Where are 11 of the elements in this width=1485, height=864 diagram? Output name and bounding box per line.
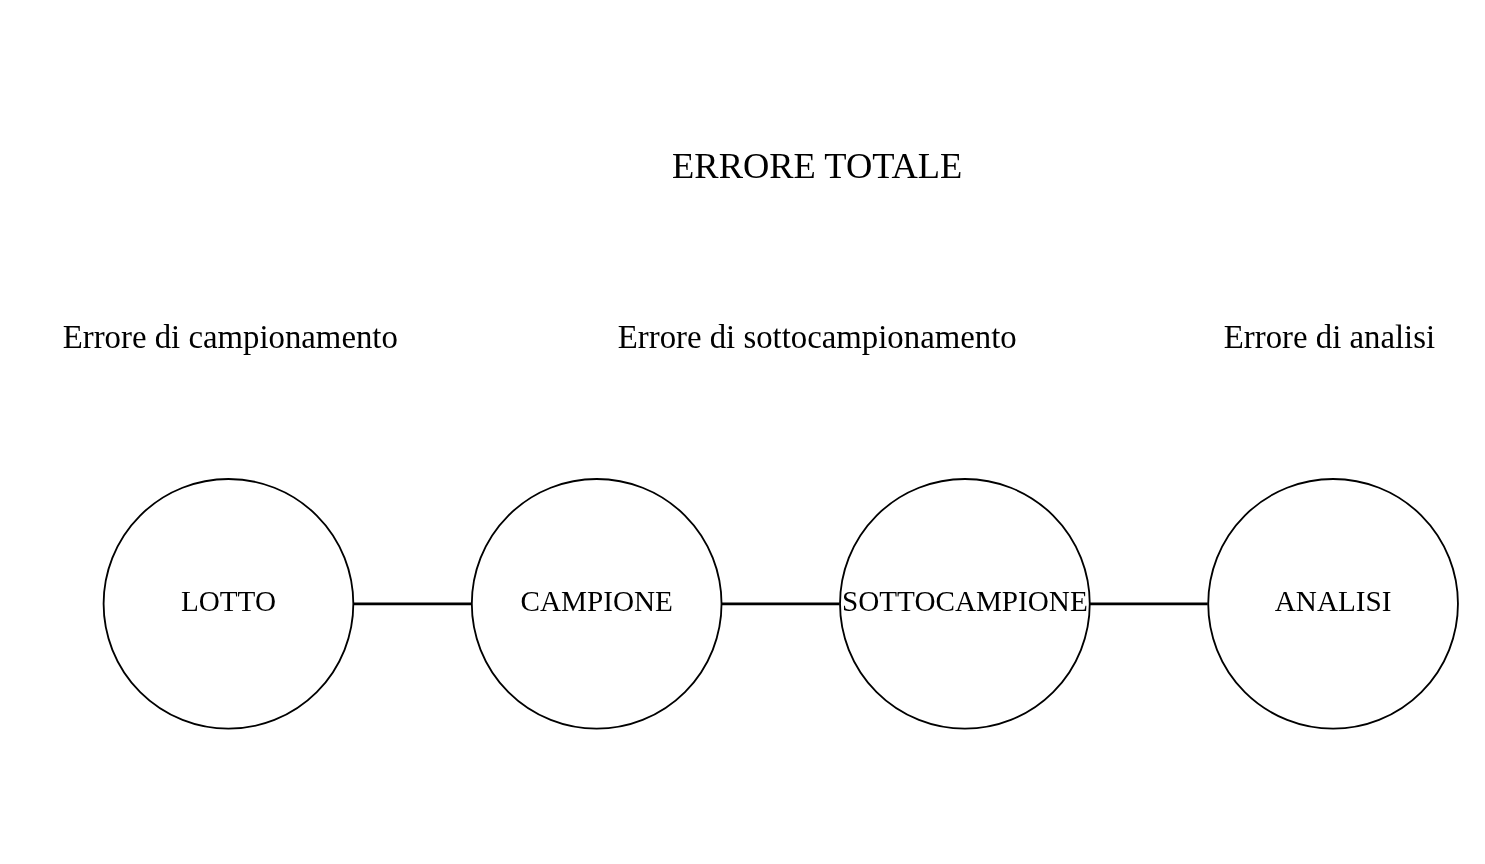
connector: [1090, 602, 1208, 605]
node-circle: LOTTO: [102, 477, 355, 730]
node-circle: CAMPIONE: [470, 477, 723, 730]
label: ERRORE TOTALE: [672, 145, 963, 186]
label: Errore di analisi: [1223, 318, 1436, 355]
node-circle: ANALISI: [1207, 477, 1459, 730]
label: Errore di campionamento: [62, 318, 398, 355]
connector: [353, 602, 472, 605]
node-circle: SOTTOCAMPIONE: [839, 477, 1091, 730]
label: Errore di sottocampionamento: [617, 318, 1017, 355]
connector: [721, 602, 840, 605]
